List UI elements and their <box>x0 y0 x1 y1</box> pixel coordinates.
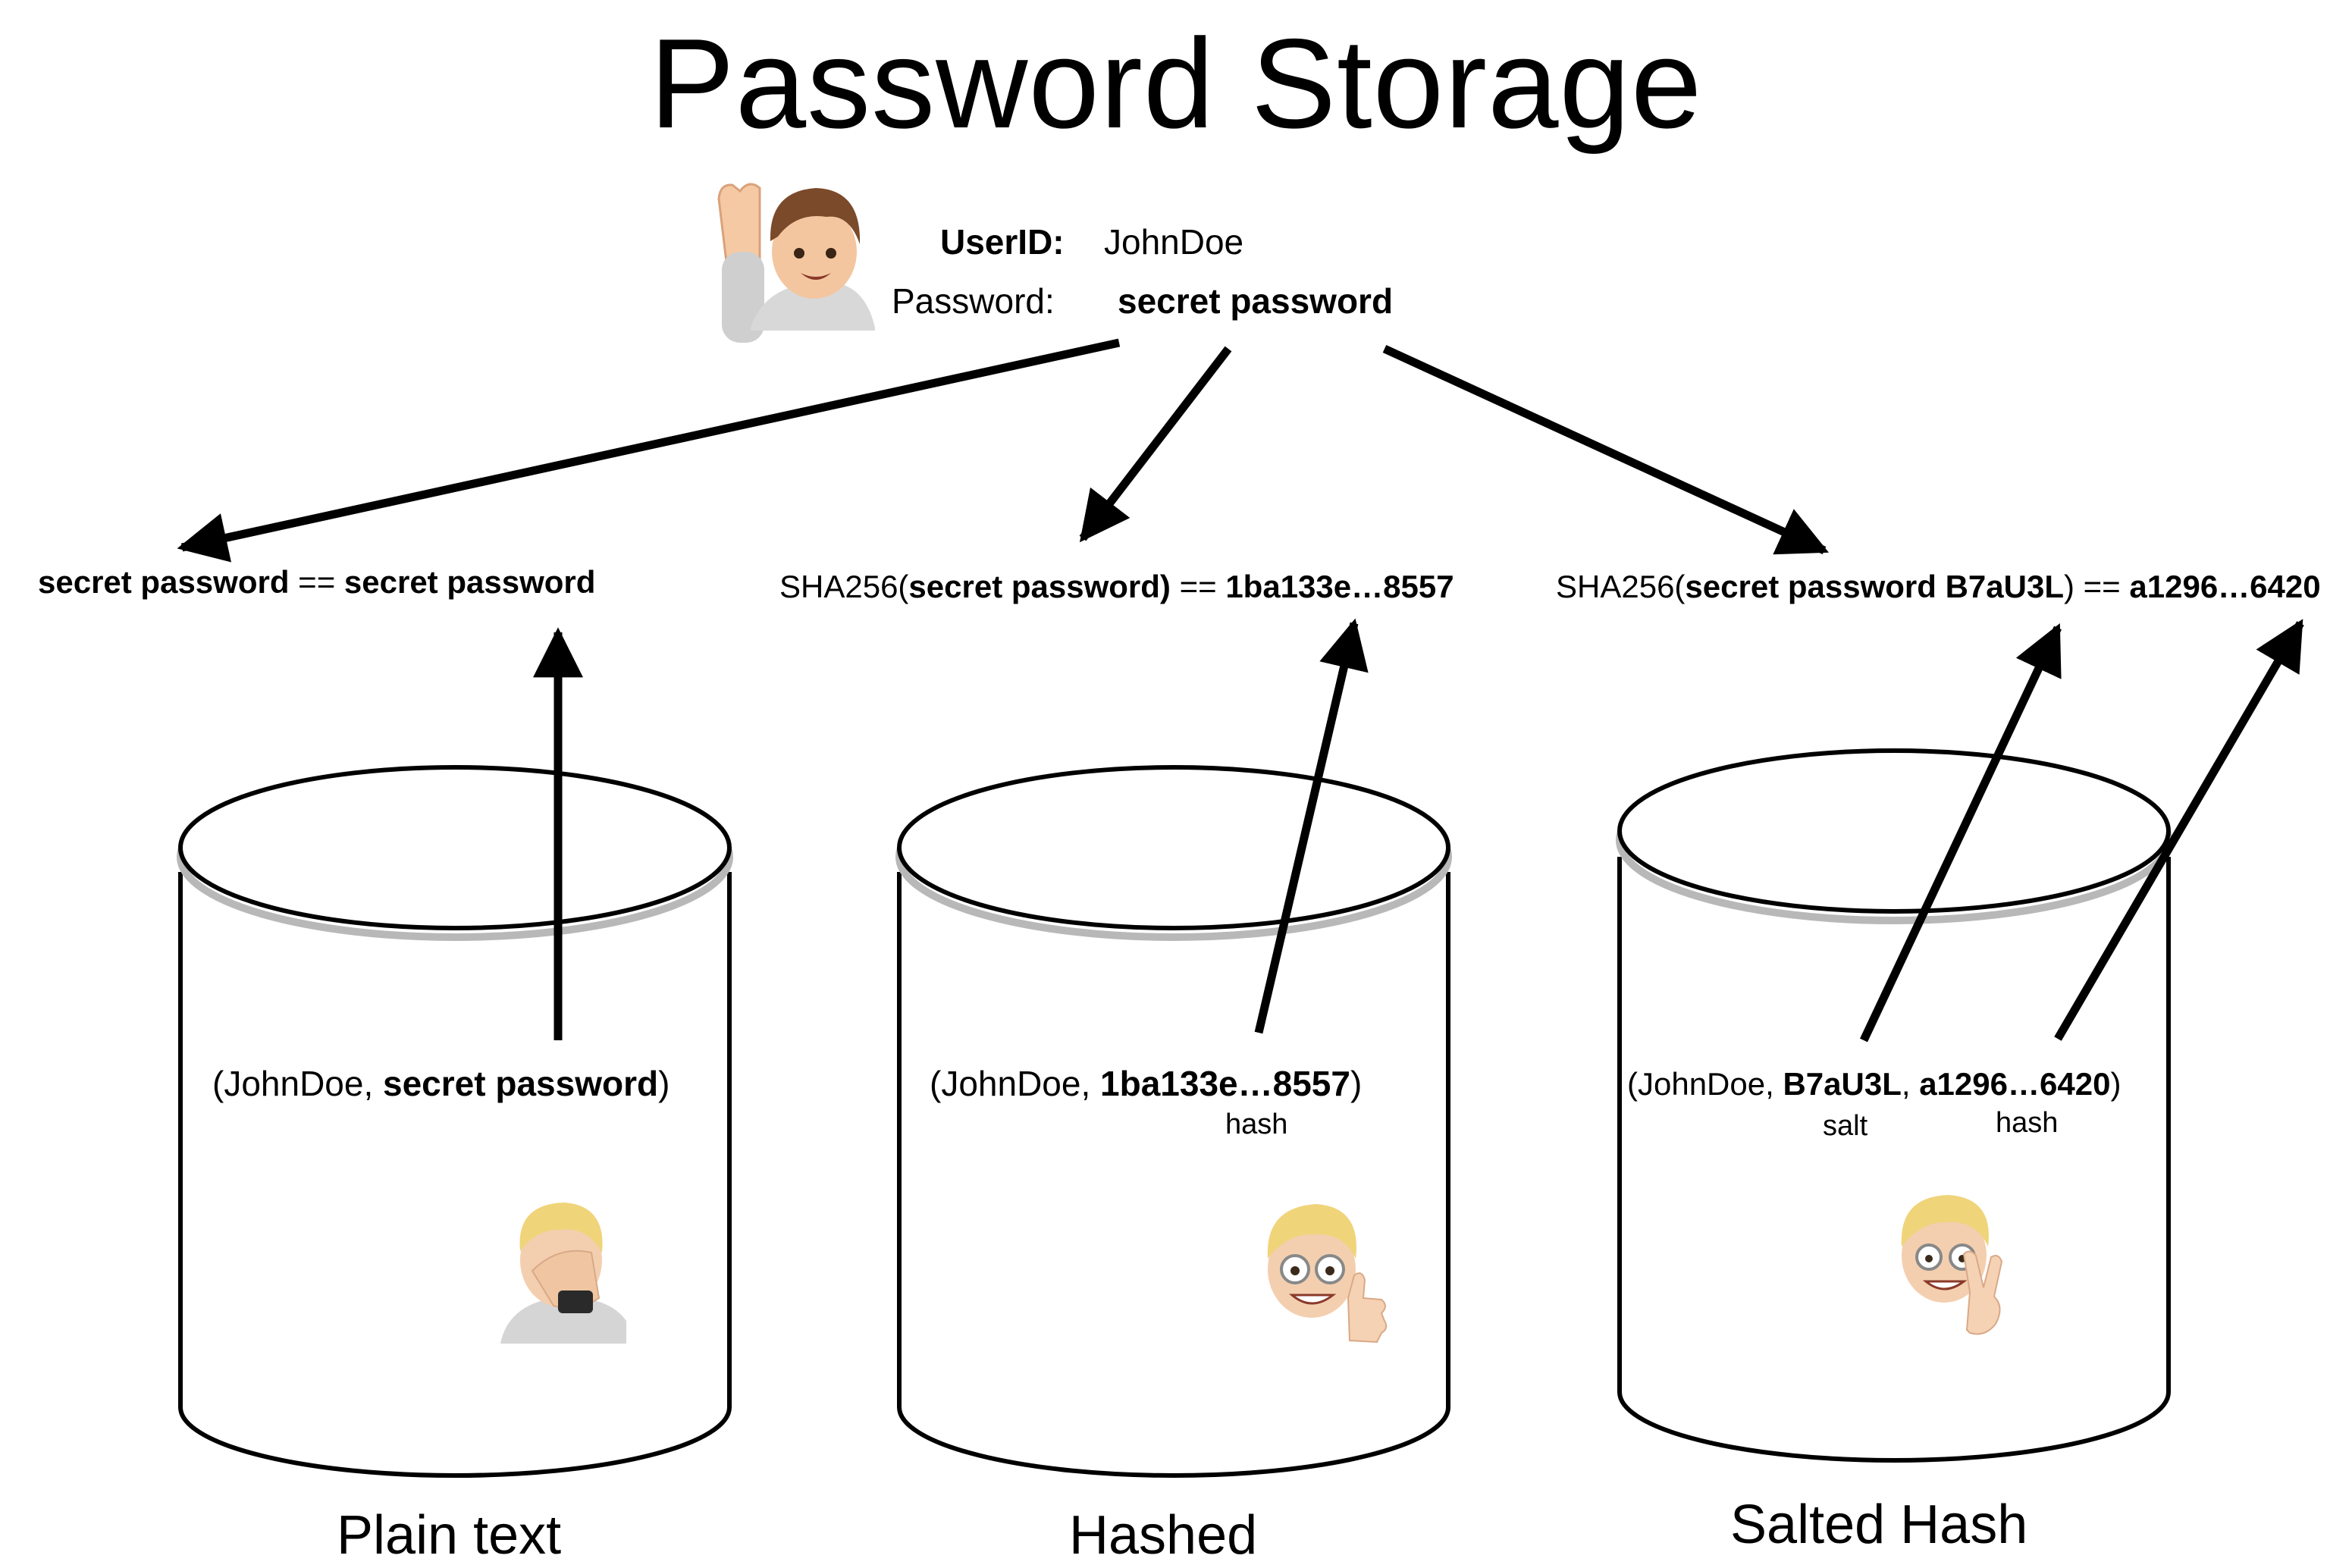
hashed-compare-result: 1ba133e…8557 <box>1225 569 1454 604</box>
facepalm-avatar-icon <box>500 1203 626 1344</box>
password-value: secret password <box>1118 281 1394 321</box>
hashed-record-close: ) <box>1350 1064 1363 1103</box>
arrow-to-salted-compare <box>1382 345 1829 555</box>
salted-record-sep: , <box>1901 1066 1920 1102</box>
salted-record-hash: a1296…6420 <box>1919 1066 2111 1102</box>
salted-compare-fn: SHA256( <box>1556 569 1686 604</box>
plain-text-label: Plain text <box>337 1505 562 1566</box>
salted-hash-label: Salted Hash <box>1730 1494 2028 1555</box>
plain-record-open: (JohnDoe, <box>212 1064 384 1103</box>
salted-compare: SHA256(secret password B7aU3L) == a1296…… <box>1556 569 2321 605</box>
salted-compare-close: ) <box>2063 569 2074 604</box>
hashed-compare-arg: secret password) <box>908 569 1171 604</box>
arrow-to-plain-compare <box>177 338 1121 563</box>
salted-record-close: ) <box>2110 1066 2122 1102</box>
arrow-hashed-record-up <box>1254 618 1369 1034</box>
plain-record-close: ) <box>658 1064 670 1103</box>
hashed-record-open: (JohnDoe, <box>930 1064 1101 1103</box>
arrow-salted-hash-up <box>2054 619 2304 1041</box>
salted-record-salt: B7aU3L <box>1783 1066 1902 1102</box>
waving-user-avatar-icon <box>717 183 875 343</box>
salted-salt-caption: salt <box>1823 1110 1868 1142</box>
arrow-salt-up <box>1860 623 2062 1043</box>
salted-hash-caption: hash <box>1996 1107 2059 1139</box>
password-label: Password: <box>892 281 1055 321</box>
peace-sign-avatar-icon <box>1901 1195 2003 1335</box>
salted-hash-database <box>1616 748 2172 1463</box>
plain-record: (JohnDoe, secret password) <box>212 1063 670 1104</box>
hashed-record-hash: 1ba133e…8557 <box>1100 1064 1350 1103</box>
hashed-compare-fn: SHA256( <box>779 569 909 604</box>
plain-compare-op: == <box>289 564 344 600</box>
salted-compare-result: a1296…6420 <box>2129 569 2321 604</box>
hashed-database <box>895 765 1452 1478</box>
hashed-record: (JohnDoe, 1ba133e…8557) <box>930 1063 1362 1104</box>
salted-record: (JohnDoe, B7aU3L, a1296…6420) <box>1627 1066 2121 1102</box>
salted-record-open: (JohnDoe, <box>1627 1066 1783 1102</box>
hashed-hash-caption: hash <box>1225 1109 1288 1140</box>
hashed-compare: SHA256(secret password) == 1ba133e…8557 <box>779 569 1454 605</box>
hashed-label: Hashed <box>1069 1505 1258 1566</box>
plain-record-password: secret password <box>383 1064 659 1103</box>
plain-compare-right: secret password <box>343 564 596 600</box>
plain-compare-left: secret password <box>38 564 290 600</box>
plain-text-database <box>177 765 733 1478</box>
arrow-to-hashed-compare <box>1079 346 1232 543</box>
userid-value: JohnDoe <box>1104 222 1244 262</box>
salted-compare-op: == <box>2074 569 2130 604</box>
plain-compare: secret password == secret password <box>38 564 595 601</box>
userid-label: UserID: <box>940 222 1065 262</box>
page-title: Password Storage <box>649 12 1703 155</box>
salted-compare-arg: secret password B7aU3L <box>1685 569 2064 604</box>
thumbs-up-avatar-icon <box>1267 1204 1388 1344</box>
hashed-compare-op: == <box>1170 569 1226 604</box>
